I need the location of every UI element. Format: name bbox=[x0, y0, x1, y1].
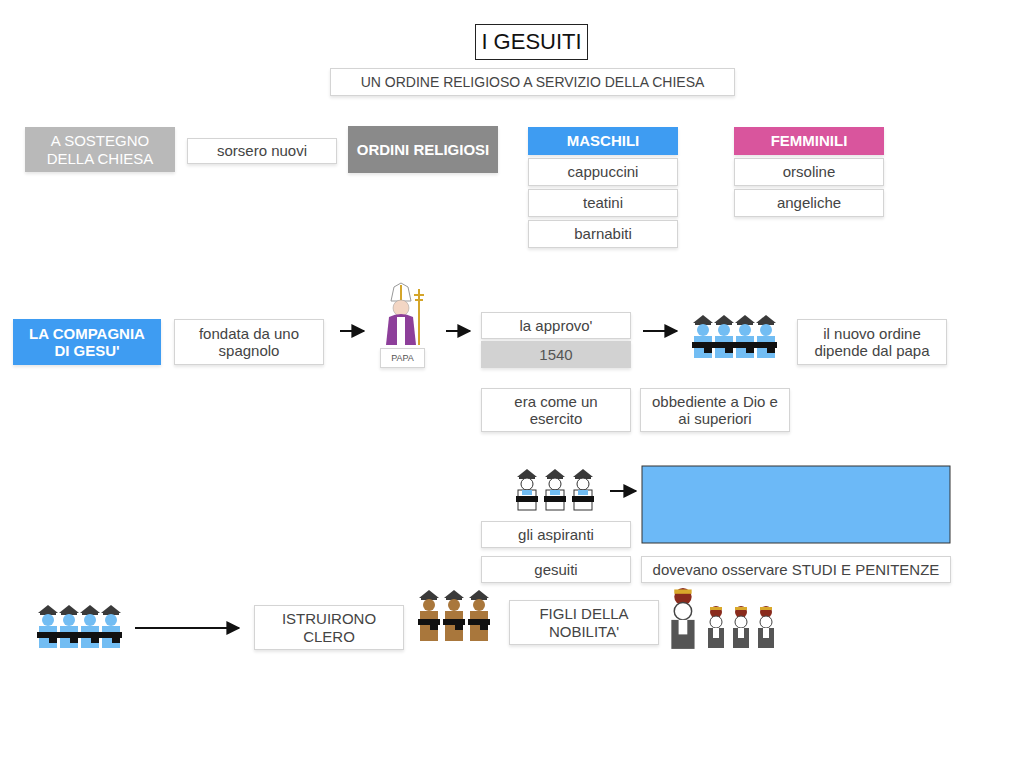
text-box: gesuiti bbox=[481, 556, 631, 583]
text-box: sorsero nuovi bbox=[187, 138, 337, 164]
node-text: il nuovo ordine dipende dal papa bbox=[804, 325, 940, 360]
arrow-set bbox=[135, 331, 677, 628]
text-box: cappuccini bbox=[528, 158, 678, 186]
node-text: cappuccini bbox=[568, 163, 639, 180]
text-box: MASCHILI bbox=[528, 127, 678, 155]
node-text: FEMMINILI bbox=[771, 132, 848, 149]
node-text: obbediente a Dio e ai superiori bbox=[647, 393, 783, 428]
text-box: il nuovo ordine dipende dal papa bbox=[797, 319, 947, 365]
node-text: A SOSTEGNO DELLA CHIESA bbox=[32, 132, 168, 167]
node-text: ISTRUIRONO CLERO bbox=[261, 610, 397, 645]
text-box: la approvo' bbox=[481, 312, 631, 339]
title-box: I GESUITI bbox=[475, 24, 588, 60]
aspirant-group bbox=[516, 469, 594, 510]
blank-panel bbox=[642, 466, 950, 543]
text-box: 1540 bbox=[481, 341, 631, 368]
node-text: barnabiti bbox=[574, 225, 632, 242]
text-box: dovevano osservare STUDI E PENITENZE bbox=[641, 556, 951, 583]
node-text: gli aspiranti bbox=[518, 526, 594, 543]
node-text: 1540 bbox=[539, 346, 572, 363]
pope-figure bbox=[386, 283, 424, 345]
node-text: dovevano osservare STUDI E PENITENZE bbox=[653, 561, 940, 578]
text-box: LA COMPAGNIA DI GESU' bbox=[13, 319, 161, 365]
text-box: PAPA bbox=[380, 348, 425, 368]
text-box: FIGLI DELLA NOBILITA' bbox=[509, 600, 659, 645]
jesuit-group bbox=[37, 605, 122, 648]
node-text: MASCHILI bbox=[567, 132, 640, 149]
node-text: orsoline bbox=[783, 163, 836, 180]
text-box: UN ORDINE RELIGIOSO A SERVIZIO DELLA CHI… bbox=[330, 68, 735, 96]
node-text: UN ORDINE RELIGIOSO A SERVIZIO DELLA CHI… bbox=[361, 74, 705, 90]
node-text: PAPA bbox=[391, 353, 414, 363]
text-box: ISTRUIRONO CLERO bbox=[254, 605, 404, 650]
node-text: fondata da uno spagnolo bbox=[181, 325, 317, 360]
text-box: A SOSTEGNO DELLA CHIESA bbox=[25, 127, 175, 172]
text-box: angeliche bbox=[734, 189, 884, 217]
text-box: FEMMINILI bbox=[734, 127, 884, 155]
clergy-group bbox=[418, 590, 490, 641]
jesuit-group bbox=[692, 315, 777, 358]
text-box: fondata da uno spagnolo bbox=[174, 319, 324, 365]
text-box: era come un esercito bbox=[481, 388, 631, 432]
node-text: angeliche bbox=[777, 194, 841, 211]
node-text: FIGLI DELLA NOBILITA' bbox=[516, 605, 652, 640]
node-text: LA COMPAGNIA DI GESU' bbox=[20, 325, 154, 360]
text-box: teatini bbox=[528, 189, 678, 217]
node-text: la approvo' bbox=[520, 317, 593, 334]
nobility-group bbox=[671, 588, 774, 649]
node-text: sorsero nuovi bbox=[217, 142, 307, 159]
node-text: gesuiti bbox=[534, 561, 577, 578]
text-box: orsoline bbox=[734, 158, 884, 186]
node-text: ORDINI RELIGIOSI bbox=[357, 141, 490, 158]
text-box: obbediente a Dio e ai superiori bbox=[640, 388, 790, 432]
node-text: teatini bbox=[583, 194, 623, 211]
node-text: era come un esercito bbox=[488, 393, 624, 428]
text-box: ORDINI RELIGIOSI bbox=[348, 126, 498, 173]
text-box: barnabiti bbox=[528, 220, 678, 248]
text-box: gli aspiranti bbox=[481, 521, 631, 548]
